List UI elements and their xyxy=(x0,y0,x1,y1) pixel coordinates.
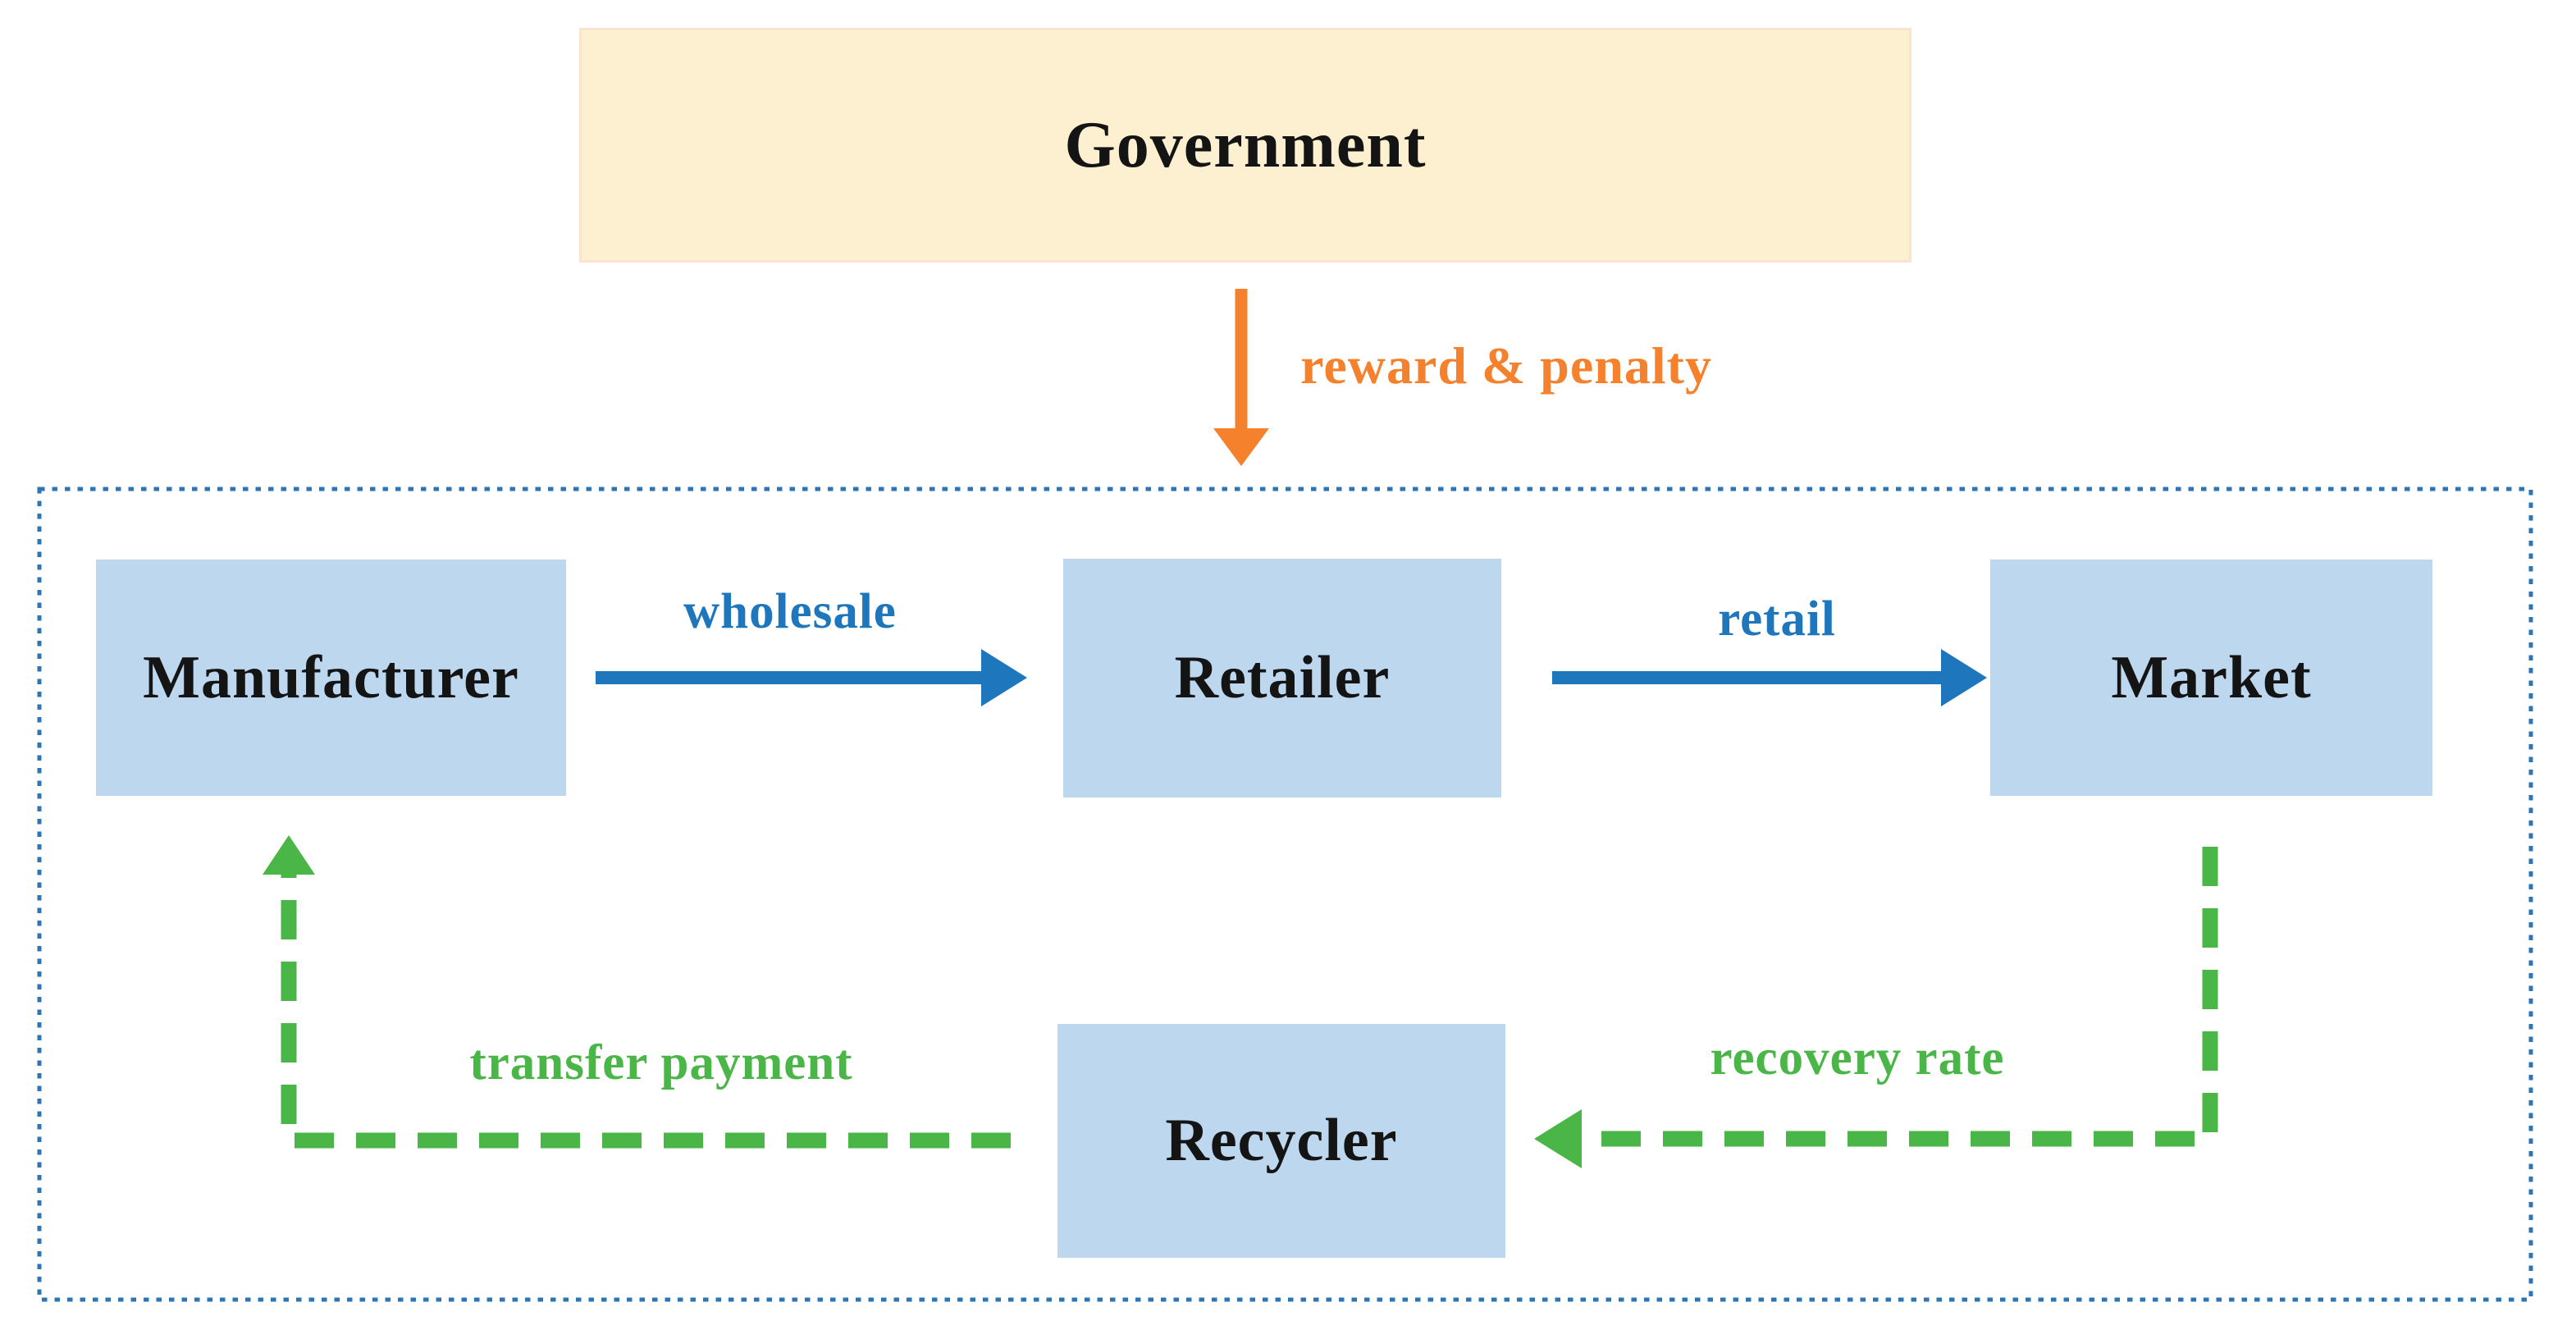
government-box: Government xyxy=(579,28,1911,263)
manufacturer-label: Manufacturer xyxy=(143,643,519,711)
recovery-rate-arrowhead xyxy=(1534,1109,1582,1168)
transfer-payment-arrowhead xyxy=(263,835,315,875)
recycler-label: Recycler xyxy=(1165,1107,1398,1174)
wholesale-arrow xyxy=(596,649,1027,706)
retail-label: retail xyxy=(1718,592,1836,647)
recycler-box: Recycler xyxy=(1057,1024,1505,1258)
market-box: Market xyxy=(1990,560,2432,796)
recovery-rate-label: recovery rate xyxy=(1710,1031,2005,1085)
recovery-rate-arrow xyxy=(1534,847,2218,1168)
wholesale-arrowhead xyxy=(981,649,1027,706)
manufacturer-box: Manufacturer xyxy=(96,560,566,796)
transfer-payment-label: transfer payment xyxy=(469,1035,853,1090)
transfer-payment-arrow-path xyxy=(281,875,1011,1149)
recovery-rate-arrow-path xyxy=(1582,847,2218,1147)
reward-penalty-arrowhead xyxy=(1213,428,1269,466)
retail-arrow xyxy=(1552,649,1987,706)
market-label: Market xyxy=(2111,643,2312,711)
reward-penalty-arrow xyxy=(1213,289,1269,466)
government-label: Government xyxy=(1064,108,1427,181)
transfer-payment-arrow xyxy=(263,835,1011,1149)
retailer-box: Retailer xyxy=(1063,559,1501,797)
retailer-label: Retailer xyxy=(1174,644,1391,711)
reward-penalty-label: reward & penalty xyxy=(1300,336,1712,395)
wholesale-label: wholesale xyxy=(683,584,897,639)
retail-arrowhead xyxy=(1941,649,1987,706)
